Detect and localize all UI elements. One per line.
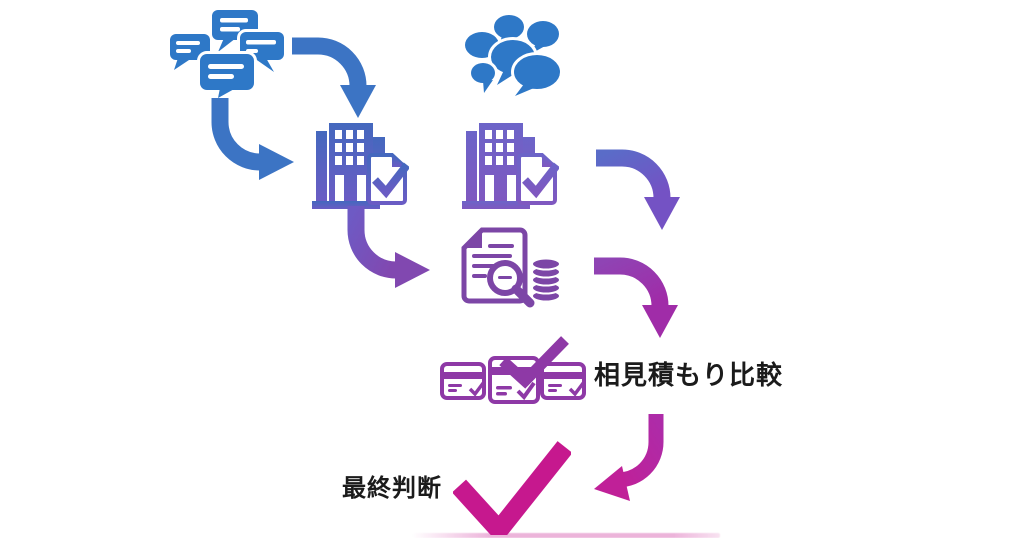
curved-arrow-right-icon bbox=[346, 204, 432, 288]
chat-bubbles-round-icon bbox=[462, 8, 562, 96]
curved-arrow-right-icon bbox=[210, 96, 296, 180]
bottom-cutoff-shape bbox=[412, 533, 720, 538]
document-magnifier-coins-icon bbox=[458, 226, 562, 311]
comparison-label: 相見積もり比較 bbox=[594, 361, 784, 391]
curved-arrow-down-icon bbox=[290, 36, 378, 120]
chat-bubbles-square-icon bbox=[168, 6, 286, 98]
final-checkmark-icon bbox=[453, 440, 571, 535]
curved-arrow-down-icon bbox=[594, 148, 682, 232]
quote-cards-check-icon bbox=[440, 334, 586, 406]
final-decision-label: 最終判断 bbox=[342, 474, 442, 502]
building-contract-check-icon bbox=[312, 121, 409, 209]
curved-arrow-left-icon bbox=[592, 412, 670, 506]
building-contract-check-icon-2 bbox=[462, 121, 559, 209]
curved-arrow-down-icon bbox=[592, 256, 680, 340]
